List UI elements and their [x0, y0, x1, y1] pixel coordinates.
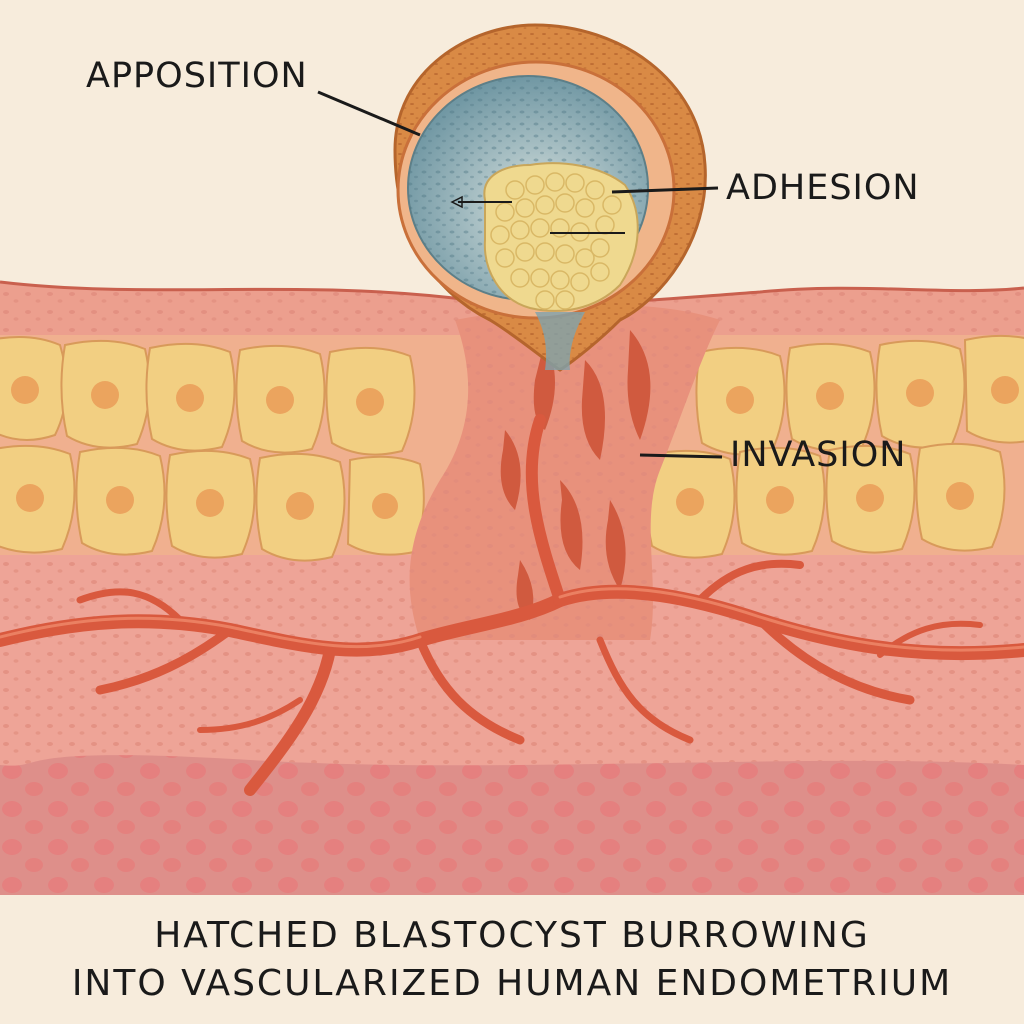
blood-vessels	[0, 414, 1024, 796]
arrowhead-icon	[450, 195, 463, 209]
vessel-highlights	[0, 587, 1024, 652]
leader-lines	[317, 90, 723, 459]
basal-layer	[0, 755, 1024, 895]
caption-line-1: HATCHED BLASTOCYST BURROWING	[154, 914, 870, 956]
adhesion-leader-line	[611, 186, 719, 194]
figure-caption: HATCHED BLASTOCYST BURROWING INTO VASCUL…	[0, 895, 1024, 1024]
inner-cell-mass-cells	[490, 172, 622, 310]
blastocyst	[393, 23, 707, 372]
apposition-leader-line	[317, 90, 421, 137]
invasion-zone	[409, 305, 720, 640]
label-invasion: INVASION	[730, 435, 907, 475]
label-apposition: APPOSITION	[86, 56, 308, 96]
invasion-leader-line	[639, 453, 723, 459]
label-adhesion: ADHESION	[726, 168, 920, 208]
caption-line-2: INTO VASCULARIZED HUMAN ENDOMETRIUM	[71, 962, 953, 1004]
stroma-layer	[0, 542, 1024, 766]
